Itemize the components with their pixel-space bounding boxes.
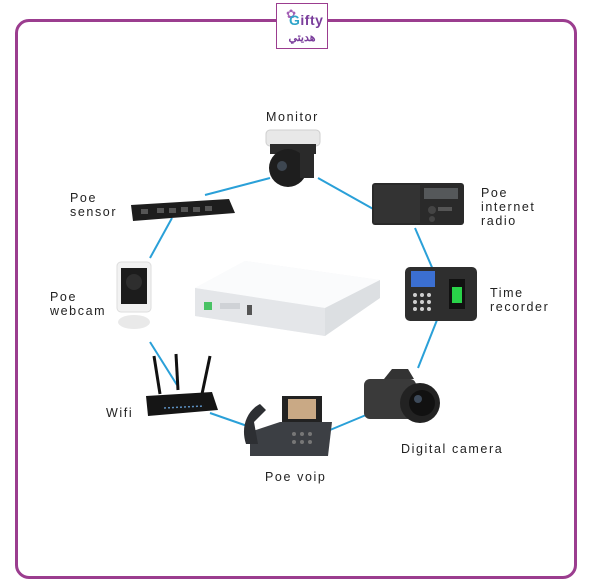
brand-logo: ✿ Gifty هديتي <box>276 3 328 49</box>
sensor-switch-device <box>131 199 235 221</box>
link-radio-recorder <box>414 227 435 273</box>
label-line: sensor <box>70 205 118 219</box>
label-line: Poe <box>70 191 98 205</box>
link-wifi-webcam <box>149 341 178 386</box>
label-line: internet <box>481 200 536 214</box>
label-webcam: Poe webcam <box>50 290 106 318</box>
label-line: Time <box>490 286 524 300</box>
label-digital-camera: Digital camera <box>401 442 504 456</box>
label-internet-radio: Poe internet radio <box>481 186 536 228</box>
link-sensor-monitor <box>204 177 271 196</box>
label-voip: Poe voip <box>265 470 327 484</box>
label-line: webcam <box>50 304 107 318</box>
label-wifi: Wifi <box>106 406 134 420</box>
webcam-device <box>116 261 152 329</box>
link-recorder-camera <box>417 319 438 369</box>
digital-camera-device <box>364 369 440 423</box>
hub-device <box>195 261 380 336</box>
label-time-recorder: Time recorder <box>490 286 549 314</box>
link-monitor-radio <box>317 177 376 211</box>
power-button-icon <box>204 302 212 310</box>
label-monitor: Monitor <box>266 110 319 124</box>
label-line: Poe <box>50 290 78 304</box>
time-recorder-device <box>405 267 477 321</box>
link-webcam-sensor <box>149 217 173 259</box>
gift-bow-icon: ✿ <box>286 7 297 21</box>
voip-phone-device <box>243 396 332 456</box>
logo-text-ar: هديتي <box>288 32 316 44</box>
logo-text-en: Gifty <box>289 12 324 28</box>
monitor-camera-device <box>265 129 321 187</box>
internet-radio-device <box>372 183 464 225</box>
label-sensor: Poe sensor <box>70 191 117 219</box>
wifi-router-device <box>146 353 218 416</box>
label-line: Poe <box>481 186 509 200</box>
label-line: radio <box>481 214 517 228</box>
label-line: recorder <box>490 300 550 314</box>
